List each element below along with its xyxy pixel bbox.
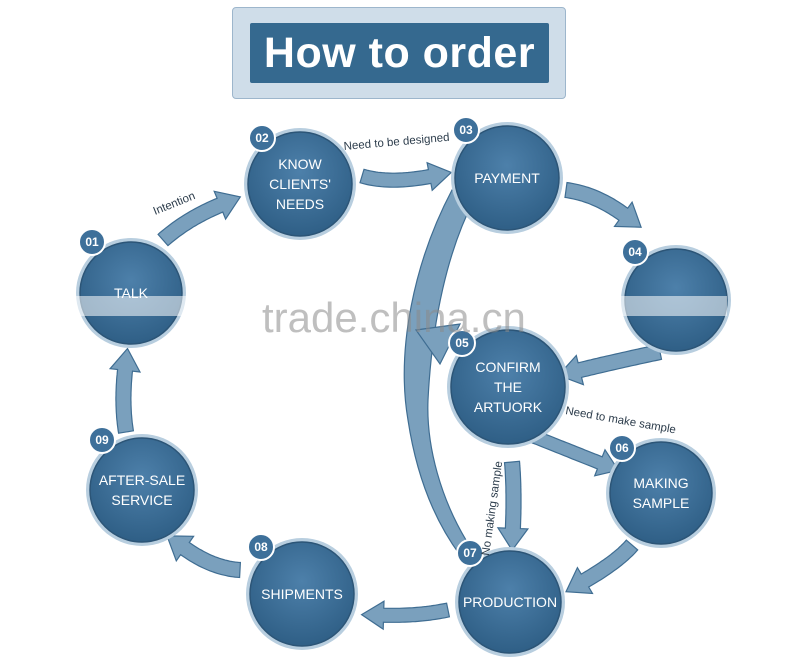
- step-badge-number: 02: [255, 131, 269, 145]
- node-label: CLIENTS': [269, 176, 331, 192]
- node-circle: [450, 329, 566, 445]
- node-circle: [249, 541, 355, 647]
- step-badge: [452, 116, 480, 144]
- watermark-band: [615, 296, 727, 316]
- node-after-sale-service: AFTER-SALE SERVICE 09: [86, 426, 198, 546]
- node-payment: PAYMENT 03: [451, 116, 563, 234]
- step-badge: [456, 539, 484, 567]
- node-circle: [454, 125, 560, 231]
- node-circle: [458, 550, 562, 654]
- node-label: ARTUORK: [474, 399, 543, 415]
- page-title: How to order: [250, 23, 549, 83]
- step-badge-number: 01: [85, 235, 99, 249]
- step-badge: [88, 426, 116, 454]
- arrow-aftersale-to-talk: [108, 347, 142, 434]
- arrow-payment-to-04: [564, 181, 642, 228]
- node-label: PAYMENT: [474, 170, 540, 186]
- flow-arrows: [108, 161, 663, 631]
- step-badge: [448, 329, 476, 357]
- node-label: SERVICE: [111, 492, 172, 508]
- node-making-sample: MAKING SAMPLE 06: [606, 434, 716, 548]
- arrow-shipments-to-aftersale: [166, 535, 242, 579]
- step-badge: [247, 533, 275, 561]
- node-circle: [247, 131, 353, 237]
- step-badge-number: 08: [254, 540, 268, 554]
- edge-label-need-sample: Need to make sample: [564, 405, 676, 436]
- node-label: SAMPLE: [633, 495, 690, 511]
- step-badge: [78, 228, 106, 256]
- step-badge-number: 04: [628, 245, 642, 259]
- node-label: CONFIRM: [475, 359, 540, 375]
- arrow-production-to-shipments: [360, 600, 451, 631]
- step-badge: [621, 238, 649, 266]
- step-badge-number: 05: [455, 336, 469, 350]
- watermark-layer: trade.china.cn: [75, 294, 727, 341]
- step-badge-number: 09: [95, 433, 109, 447]
- step-badge: [608, 434, 636, 462]
- step-badge-number: 07: [463, 546, 477, 560]
- node-circle: [79, 241, 183, 345]
- arrow-talk-to-know: [157, 190, 242, 247]
- arrow-04-to-confirm: [557, 343, 663, 386]
- arrow-confirm-to-production: [496, 460, 530, 552]
- node-label: SHIPMENTS: [261, 586, 343, 602]
- node-circle: [89, 437, 195, 543]
- edge-label-no-sample: No making sample: [480, 460, 505, 556]
- edge-label-need-designed: Need to be designed: [343, 132, 450, 153]
- node-confirm-the-artuork: CONFIRM THE ARTUORK 05: [447, 326, 569, 448]
- watermark-band: [75, 296, 187, 316]
- arrow-sample-to-production: [565, 539, 639, 595]
- watermark-text: trade.china.cn: [262, 294, 526, 341]
- node-know-clients-needs: KNOW CLIENTS' NEEDS 02: [244, 124, 356, 240]
- step-badge-number: 06: [615, 441, 629, 455]
- node-label: PRODUCTION: [463, 594, 557, 610]
- node-label: MAKING: [633, 475, 688, 491]
- step-badge-number: 03: [459, 123, 473, 137]
- node-label: THE: [494, 379, 522, 395]
- node-circle: [609, 441, 713, 545]
- node-shipments: SHIPMENTS 08: [246, 533, 358, 650]
- arrow-confirm-to-sample: [526, 428, 620, 477]
- step-badge: [248, 124, 276, 152]
- arrow-know-to-payment: [359, 161, 453, 192]
- node-label: NEEDS: [276, 196, 324, 212]
- title-frame: How to order: [232, 7, 566, 99]
- node-label: KNOW: [278, 156, 322, 172]
- node-label: AFTER-SALE: [99, 472, 185, 488]
- node-production: PRODUCTION 07: [455, 539, 565, 657]
